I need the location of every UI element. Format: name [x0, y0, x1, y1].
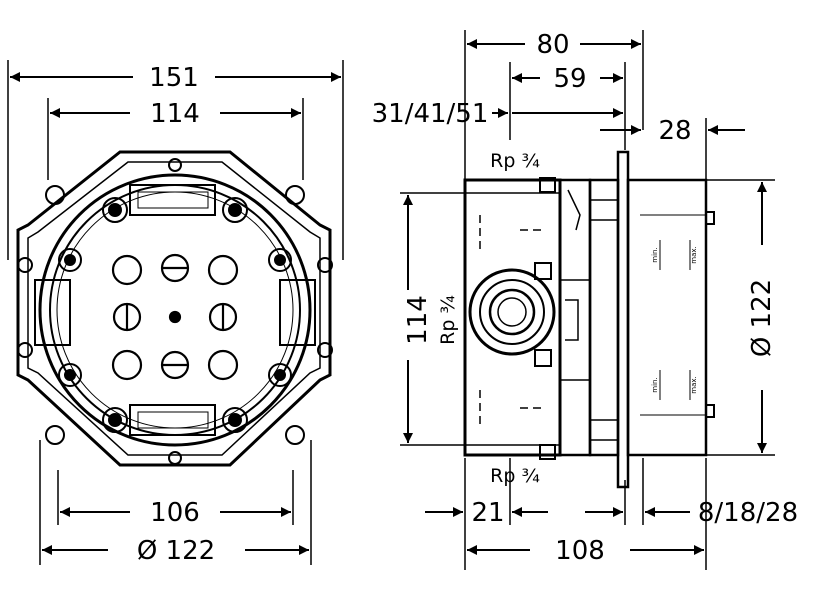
thread-label-top: Rp ¾ [490, 150, 540, 172]
dim-label-114-side: 114 [403, 295, 433, 345]
mid-section [558, 178, 592, 457]
side-view [400, 30, 775, 570]
dim-label-122-side: Ø 122 [747, 279, 777, 357]
thread-label-bottom: Rp ¾ [490, 465, 540, 487]
dim-label-151: 151 [149, 63, 199, 93]
mark-min-upper: min. [651, 247, 659, 262]
dim-label-122-front: Ø 122 [137, 536, 215, 566]
dim-label-8-18-28: 8/18/28 [698, 498, 798, 528]
mounting-ring [38, 173, 312, 447]
plaster-plate [616, 150, 630, 489]
octagon-frame [16, 150, 332, 467]
dim-label-108: 108 [555, 536, 605, 566]
dim-label-80: 80 [536, 30, 569, 60]
mark-max-lower: max. [690, 376, 698, 393]
bottom-clamp [129, 404, 216, 436]
left-clamp [34, 279, 71, 346]
mark-min-lower: min. [651, 377, 659, 392]
dim-label-59: 59 [553, 64, 586, 94]
thread-label-side: Rp ¾ [437, 295, 459, 345]
dim-label-31-41-51: 31/41/51 [372, 99, 489, 129]
depth-block [626, 178, 708, 457]
dim-label-28: 28 [658, 116, 691, 146]
mark-max-upper: max. [690, 246, 698, 263]
top-clamp [129, 184, 216, 216]
corner-screws [58, 197, 292, 433]
front-view [7, 60, 344, 565]
right-clamp [279, 279, 316, 346]
knockout-grid [111, 253, 239, 381]
inlet-port [468, 268, 556, 356]
mounting-lugs [17, 158, 333, 465]
dim-label-106: 106 [150, 498, 200, 528]
dim-label-114-front: 114 [150, 99, 200, 129]
dim-label-21: 21 [471, 498, 504, 528]
